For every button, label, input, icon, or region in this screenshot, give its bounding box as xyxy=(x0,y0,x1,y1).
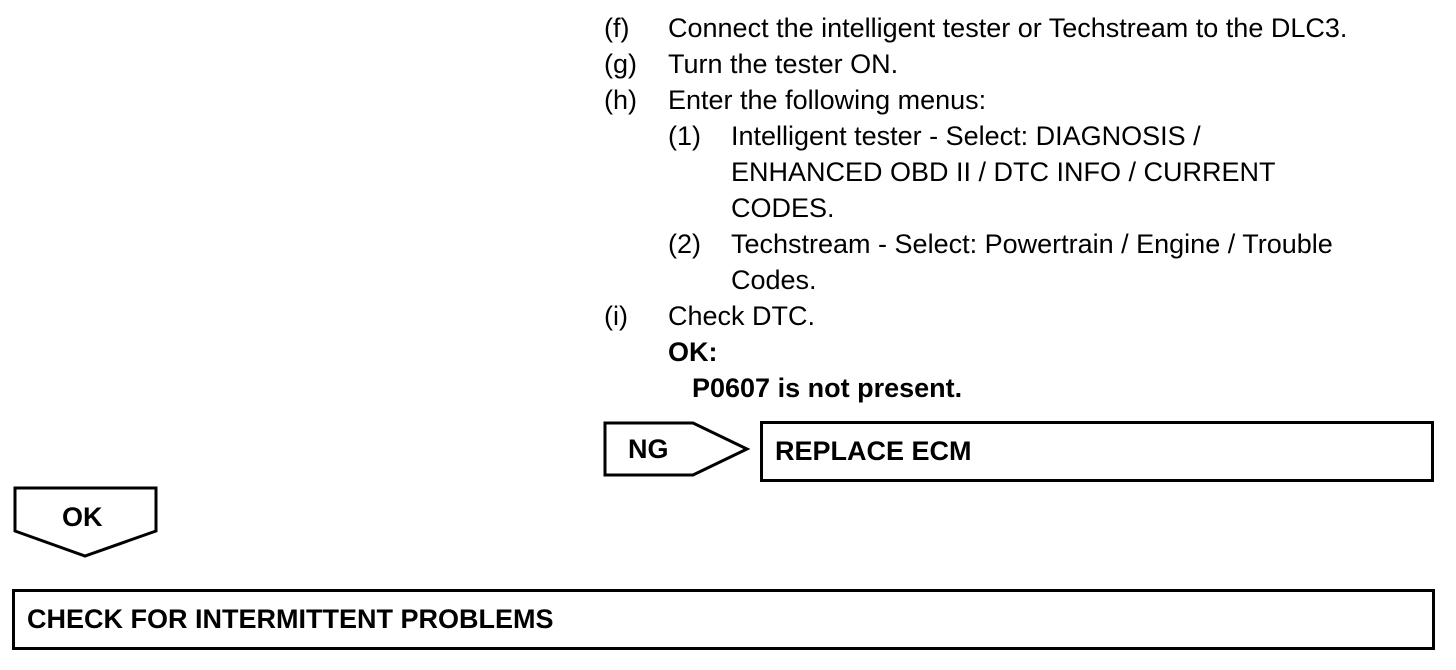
substep-line: Intelligent tester - Select: DIAGNOSIS / xyxy=(731,121,1201,151)
ok-arrow-shape xyxy=(13,486,158,558)
ok-label: OK xyxy=(62,502,103,532)
result-condition: P0607 is not present. xyxy=(692,373,963,403)
step-text: Connect the intelligent tester or Techst… xyxy=(668,13,1348,43)
step-marker: (i) xyxy=(604,301,628,331)
ng-arrow-shape xyxy=(603,421,751,477)
step-marker: (h) xyxy=(604,85,637,115)
substep-marker: (1) xyxy=(668,121,701,151)
substep-line: CODES. xyxy=(731,193,835,223)
intermittent-problems-text: CHECK FOR INTERMITTENT PROBLEMS xyxy=(27,604,554,634)
step-marker: (g) xyxy=(604,49,637,79)
replace-ecm-box: REPLACE ECM xyxy=(760,421,1434,482)
substep-line: Techstream - Select: Powertrain / Engine… xyxy=(731,229,1333,259)
result-label: OK: xyxy=(668,337,718,367)
step-text: Enter the following menus: xyxy=(668,85,987,115)
substep-line: Codes. xyxy=(731,265,817,295)
step-marker: (f) xyxy=(604,13,630,43)
replace-ecm-text: REPLACE ECM xyxy=(775,436,972,466)
substep-marker: (2) xyxy=(668,229,701,259)
step-text: Check DTC. xyxy=(668,301,816,331)
substep-line: ENHANCED OBD II / DTC INFO / CURRENT xyxy=(731,157,1276,187)
step-text: Turn the tester ON. xyxy=(668,49,899,79)
ng-label: NG xyxy=(628,434,669,464)
intermittent-problems-box: CHECK FOR INTERMITTENT PROBLEMS xyxy=(12,589,1435,650)
